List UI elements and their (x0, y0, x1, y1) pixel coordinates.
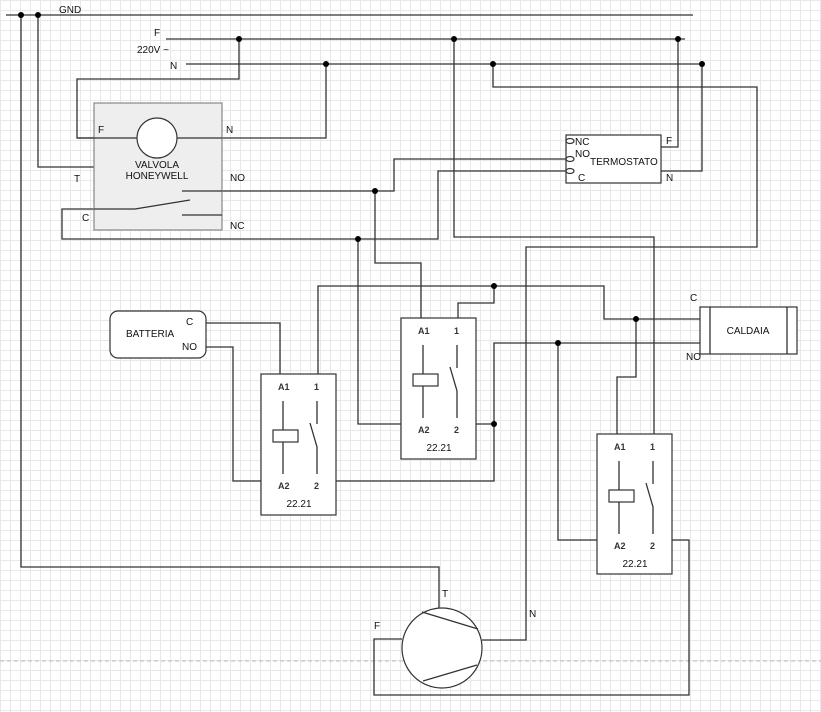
boiler-no-label: NO (686, 352, 701, 363)
relay-a1-label: A1 (418, 326, 430, 336)
phase-label: F (154, 28, 160, 39)
relay-2-label: 2 (454, 425, 459, 435)
relay-3[interactable]: A1 1 A2 2 22.21 (596, 433, 673, 575)
relay-model: 22.21 (286, 499, 311, 510)
valve-t-label: T (74, 174, 80, 185)
pump-icon (421, 611, 479, 682)
valve-c-label: C (82, 213, 89, 224)
battery[interactable]: BATTERIA C NO (109, 310, 207, 359)
valve-nc-label: NC (230, 221, 244, 232)
relay-2-label: 2 (650, 541, 655, 551)
relay-a1-label: A1 (278, 382, 290, 392)
thermostat[interactable]: NC NO TERMOSTATO C (565, 134, 662, 184)
thermostat-c-label: C (578, 173, 585, 184)
relay-a1-label: A1 (614, 442, 626, 452)
battery-c-label: C (186, 317, 193, 328)
valve-no-label: NO (230, 173, 245, 184)
boiler-c-label: C (690, 293, 697, 304)
neutral-label: N (170, 61, 177, 72)
relay-1-label: 1 (314, 382, 319, 392)
valve-title: VALVOLA (135, 160, 179, 171)
valve-n-label: N (226, 125, 233, 136)
relay-a2-label: A2 (418, 425, 430, 435)
pump-t-label: T (442, 589, 448, 600)
wires (6, 14, 758, 696)
valve-f-label: F (98, 125, 104, 136)
thermostat-title: TERMOSTATO (590, 157, 658, 168)
thermostat-f-label: F (666, 136, 672, 147)
pump-f-label: F (374, 621, 380, 632)
valve-title-2: HONEYWELL (126, 171, 189, 182)
boiler-caldaia[interactable]: CALDAIA (699, 306, 798, 355)
pump-motor[interactable] (401, 607, 483, 689)
relay-1-label: 1 (650, 442, 655, 452)
thermostat-no-label: NO (575, 149, 590, 160)
valve-honeywell[interactable]: VALVOLA HONEYWELL (77, 102, 223, 231)
voltage-label: 220V ~ (137, 45, 169, 56)
relay-model: 22.21 (622, 559, 647, 570)
thermostat-nc-label: NC (575, 137, 589, 148)
thermostat-n-label: N (666, 173, 673, 184)
battery-no-label: NO (182, 342, 197, 353)
relay-model: 22.21 (426, 443, 451, 454)
relay-1-label: 1 (454, 326, 459, 336)
pump-n-label: N (529, 609, 536, 620)
relay-2-label: 2 (314, 481, 319, 491)
valve-motor-icon (136, 117, 178, 159)
relay-a2-label: A2 (278, 481, 290, 491)
gnd-label: GND (59, 5, 81, 16)
relay-1[interactable]: A1 1 A2 2 22.21 (260, 373, 337, 516)
relay-2[interactable]: A1 1 A2 2 22.21 (400, 317, 477, 460)
junction-dots (18, 12, 705, 427)
relay-a2-label: A2 (614, 541, 626, 551)
boiler-title: CALDAIA (727, 326, 770, 337)
battery-title: BATTERIA (126, 329, 174, 340)
